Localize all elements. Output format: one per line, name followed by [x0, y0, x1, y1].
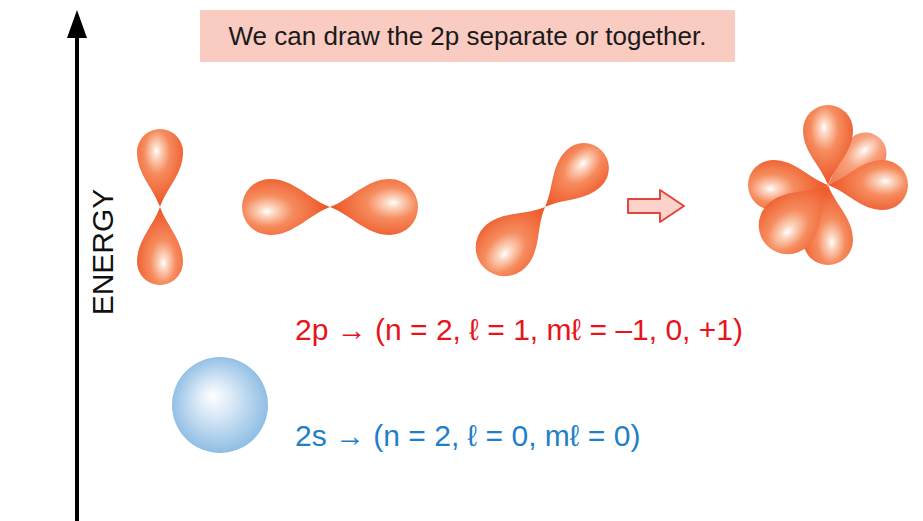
p-orbital-vertical [137, 129, 183, 285]
combine-arrow [628, 190, 684, 222]
orbital-quantum-numbers: 2s → (n = 2, ℓ = 0, mℓ = 0) [295, 419, 640, 454]
energy-arrowhead [67, 10, 87, 38]
orbital-lobe [464, 186, 566, 288]
orbital-lobe [330, 179, 418, 235]
orbital-lobe [242, 179, 330, 235]
energy-axis [75, 34, 79, 521]
orbital-quantum-numbers: 2p → (n = 2, ℓ = 1, mℓ = –1, 0, +1) [295, 313, 743, 348]
orbital-lobe [803, 105, 853, 185]
p-orbitals-combined [747, 105, 908, 266]
banner-text: We can draw the 2p separate or together. [229, 21, 707, 52]
banner-box: We can draw the 2p separate or together. [200, 10, 735, 62]
axis-label: ENERGY [86, 189, 121, 316]
s-orbital-sphere [172, 357, 268, 453]
orbital-lobe [747, 164, 849, 266]
orbital-lobe [828, 160, 908, 210]
orbital-lobe [137, 129, 183, 207]
p-orbital-horizontal [242, 179, 418, 235]
orbital-lobe [137, 207, 183, 285]
p-orbital-diagonal [464, 133, 620, 289]
